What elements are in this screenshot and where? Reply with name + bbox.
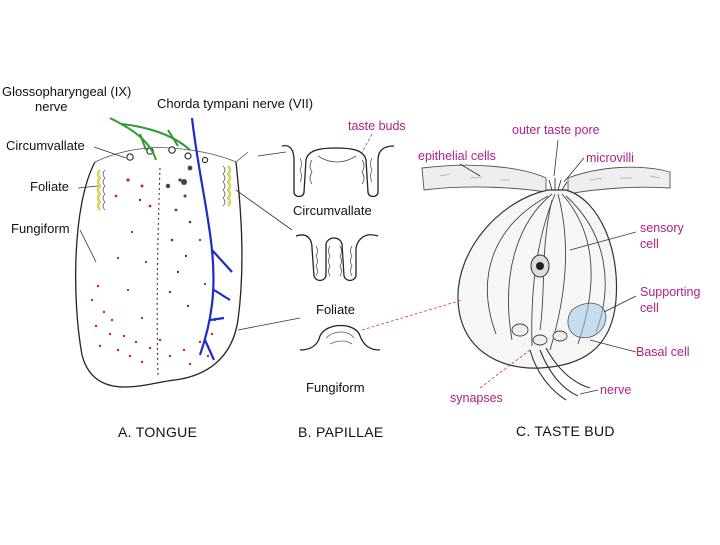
tongue-texture [116,165,217,322]
fungiform-papilla-drawing [299,324,381,351]
circumvallate-leader-a [93,146,127,159]
papillae-panel: taste buds Circumvallate Foliate Fungifo… [281,119,406,440]
tongue-panel: Glossopharyngeal (IX) nerve Chorda tympa… [2,84,313,440]
sensory-cell-label: sensory [640,221,685,235]
fungiform-label-b: Fungiform [306,380,365,395]
tongue-to-circumvallate-leader [257,151,287,157]
microvilli-leader [563,157,585,183]
basal-cells [511,323,568,346]
outer-taste-pore-leader [553,139,559,177]
foliate-papilla-drawing [295,234,379,282]
glossopharyngeal-label-2: nerve [35,99,68,114]
taste-bud-panel: outer taste pore epithelial cells microv… [361,123,701,439]
tongue-midline [156,167,161,376]
chorda-tympani-nerve [190,117,233,361]
taste-buds-label: taste buds [348,119,406,133]
foliate-papillae-outline [102,165,226,211]
synapses-label: synapses [450,391,503,405]
synapses-leader [479,349,531,389]
tongue-to-papilla-leader [235,189,293,231]
epithelial-cells-label: epithelial cells [418,149,496,163]
epithelium-texture [439,173,661,181]
papilla-to-bud-leader [361,299,463,331]
taste-bud-caption: C. TASTE BUD [516,423,615,439]
supporting-cell-label: Supporting [640,285,701,299]
supporting-cell-label-2: cell [640,301,659,315]
circumvallate-label-a: Circumvallate [6,138,85,153]
basal-cell-label: Basal cell [636,345,690,359]
glossopharyngeal-nerve [109,117,191,161]
tongue-to-fungiform-leader [237,317,301,331]
basal-cell-leader [589,339,637,353]
tongue-caption: A. TONGUE [118,424,197,440]
circumvallate-papilla-drawing [281,144,395,198]
sensory-cell-leader [569,231,637,251]
epithelium-band-right [567,166,671,195]
papillae-caption: B. PAPILLAE [298,424,384,440]
foliate-label-a: Foliate [30,179,69,194]
supporting-cell [567,302,607,339]
foliate-leader-a [77,185,99,189]
glossopharyngeal-label: Glossopharyngeal (IX) [2,84,131,99]
fungiform-label-a: Fungiform [11,221,70,236]
nerve-fibers [529,347,591,401]
fungiform-leader-a [79,229,97,263]
nerve-leader [579,389,599,395]
microvilli-label: microvilli [586,151,634,165]
chorda-tympani-label: Chorda tympani nerve (VII) [157,96,313,111]
sensory-cell-label-2: cell [640,237,659,251]
foliate-papillae [96,165,232,211]
supporting-cell-leader [603,295,637,313]
tongue-outline [74,161,243,388]
taste-pore-microvilli [548,178,568,191]
foliate-label-b: Foliate [316,302,355,317]
taste-buds-leader [359,133,373,157]
circumvallate-label-b: Circumvallate [293,203,372,218]
epithelium-band [421,164,547,193]
circumvallate-papillae [126,146,209,164]
fungiform-papillae [90,178,214,366]
epithelial-cells-leader [459,163,481,177]
nerve-label: nerve [600,383,631,397]
sensory-cell-nucleus [530,254,550,278]
outer-taste-pore-label: outer taste pore [512,123,600,137]
